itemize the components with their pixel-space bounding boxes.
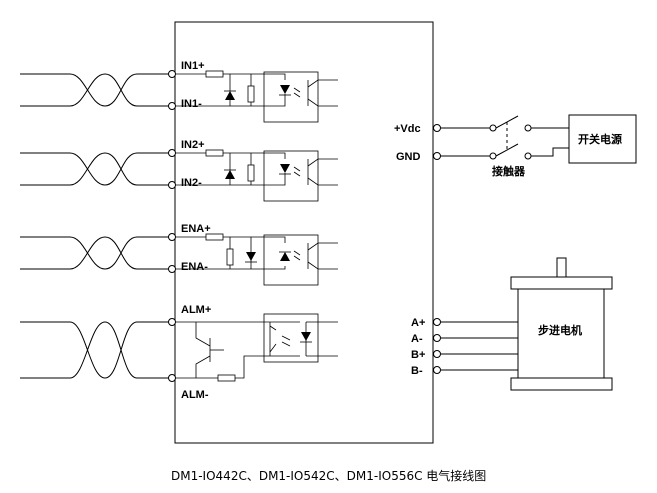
alm-minus-label: ALM- <box>181 389 209 401</box>
motor-a-minus-label: A- <box>411 333 423 345</box>
ena-minus-label: ENA- <box>181 261 208 273</box>
diagram-caption: DM1-IO442C、DM1-IO542C、DM1-IO556C 电气接线图 <box>171 468 486 483</box>
ena-circuit <box>176 233 338 286</box>
power-supply-box <box>568 114 637 164</box>
in2-circuit <box>176 149 338 202</box>
alm-plus-label: ALM+ <box>181 304 211 316</box>
twisted-pair-cables <box>20 73 170 379</box>
motor-terminals <box>433 318 518 374</box>
motor-label: 步进电机 <box>538 323 582 337</box>
power-wiring <box>433 115 569 160</box>
in2-minus-label: IN2- <box>181 177 202 189</box>
input-terminals <box>168 70 176 382</box>
in1-minus-label: IN1- <box>181 98 202 110</box>
stepper-motor <box>510 257 613 391</box>
ena-plus-label: ENA+ <box>181 223 211 235</box>
contactor-label: 接触器 <box>492 164 526 178</box>
power-supply-label: 开关电源 <box>578 132 622 146</box>
motor-a-plus-label: A+ <box>411 317 425 329</box>
alm-circuit <box>176 313 338 382</box>
driver-box <box>174 21 434 444</box>
in2-plus-label: IN2+ <box>181 139 205 151</box>
in1-circuit <box>176 70 338 123</box>
vdc-label: +Vdc <box>394 123 421 135</box>
motor-b-plus-label: B+ <box>411 349 425 361</box>
in1-plus-label: IN1+ <box>181 60 205 72</box>
gnd-label: GND <box>396 151 421 163</box>
motor-b-minus-label: B- <box>411 365 423 377</box>
